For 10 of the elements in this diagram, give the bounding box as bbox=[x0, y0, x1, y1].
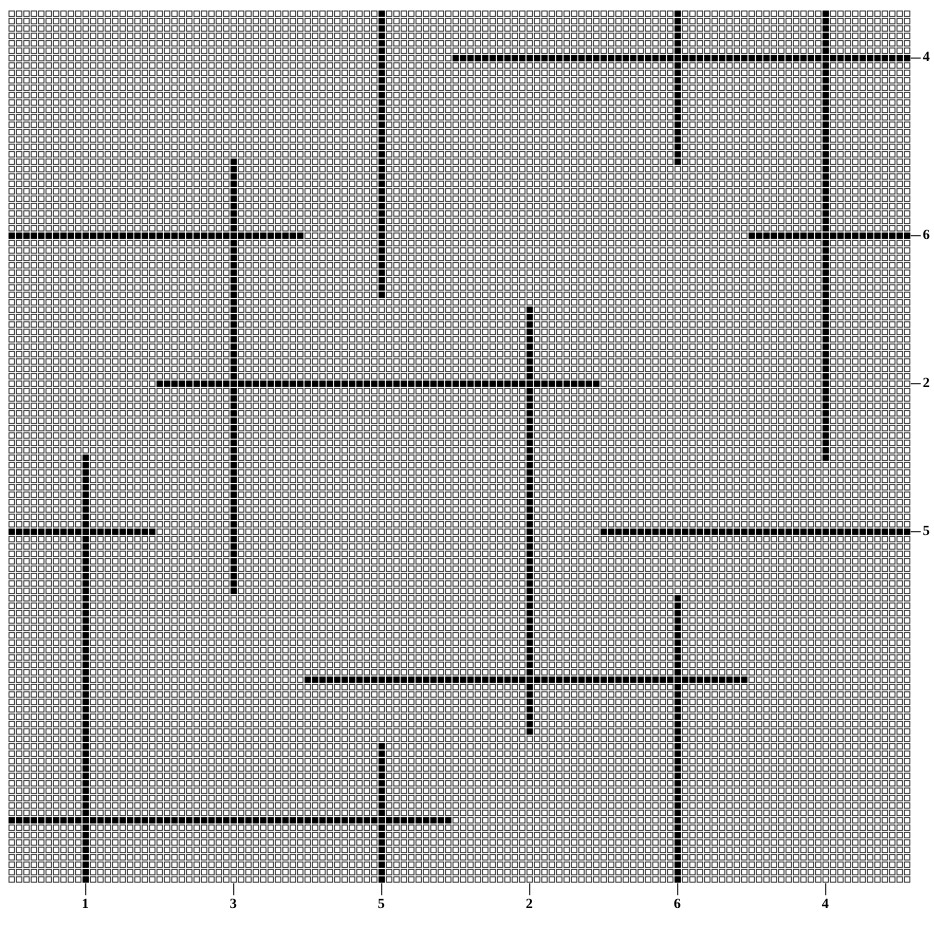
row-number: 2 bbox=[922, 376, 930, 392]
row-number: 6 bbox=[922, 228, 930, 244]
column-number: 5 bbox=[378, 897, 385, 914]
column-number: 2 bbox=[526, 897, 533, 914]
column-number: 4 bbox=[822, 897, 829, 914]
row-number: 4 bbox=[922, 50, 930, 66]
column-number: 1 bbox=[82, 897, 89, 914]
row-number: 5 bbox=[922, 524, 930, 540]
column-number: 6 bbox=[674, 897, 681, 914]
column-number: 3 bbox=[230, 897, 237, 914]
